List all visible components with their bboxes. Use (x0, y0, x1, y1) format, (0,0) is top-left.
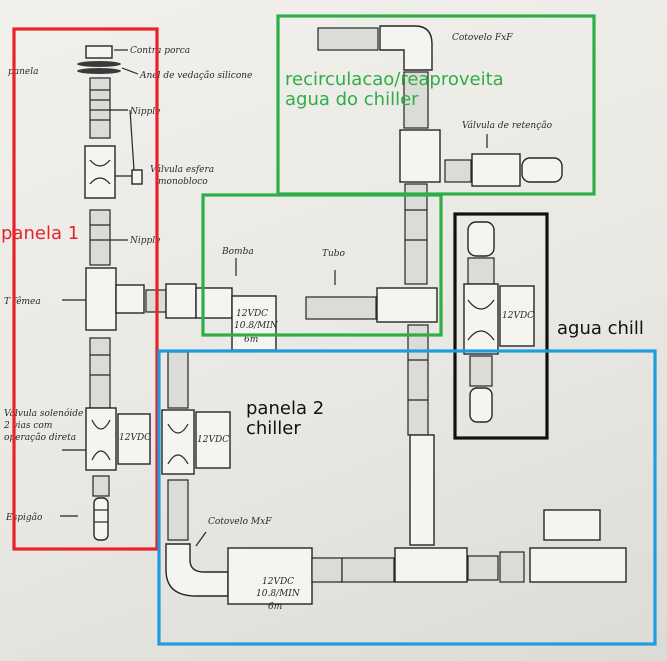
valvula-esfera-body (84, 145, 116, 199)
top-tee (399, 129, 441, 183)
nipple-lower (89, 209, 111, 266)
note-nipple-1: Nipple (129, 107, 160, 117)
panela2-label-line2: chiller (246, 418, 301, 440)
note-solenoid-panela1: 12VDC (119, 433, 151, 443)
center-tee (376, 287, 438, 323)
chill-column (463, 221, 535, 423)
note-espigao: Espigão (5, 512, 43, 523)
note-pump-bottom-12vdc: 12VDC (262, 577, 294, 587)
pump-box-bottom (227, 547, 313, 605)
note-t-femea: T fêmea (4, 296, 41, 307)
bottom-tee (394, 547, 468, 583)
anel-silicone-shape (77, 61, 121, 67)
note-cotovelo-mxf: Cotovelo MxF (208, 517, 272, 527)
note-valvula-retencao: Válvula de retenção (462, 120, 553, 131)
note-pump-bottom-flow: 10.8/MIN (256, 589, 301, 599)
espigao-recirc (521, 157, 563, 183)
recirc-pipes (317, 25, 563, 187)
note-bomba: Bomba (221, 247, 254, 257)
panela2-label: panela 2 chiller (246, 398, 325, 440)
chill-solenoide-box (499, 285, 535, 347)
cotovelo-mxf-shape (165, 543, 229, 597)
bomba-shape (195, 287, 233, 319)
note-valvula-solenoide-2: 2 vias com (3, 421, 52, 431)
recirc-box-lower (201, 193, 443, 337)
note-valvula-solenoide-3: operação direta (4, 432, 76, 443)
pump-box-top (231, 295, 277, 351)
note-contra-porca: Contra porca (130, 46, 190, 56)
note-solenoid-panela2: 12VDC (197, 435, 229, 445)
panela1-pipe-stack (77, 45, 151, 541)
valvula-retencao-shape (471, 153, 521, 187)
panela2-box (157, 349, 657, 646)
leader-lines (60, 49, 488, 547)
center-riser (394, 129, 468, 583)
cotovelo-fxf-shape (379, 25, 433, 71)
tubo-shape (305, 296, 377, 320)
solenoide-body (85, 407, 117, 471)
nipple-upper (89, 77, 111, 139)
note-valvula-esfera-1: Válvula esfera (150, 164, 214, 175)
note-tubo: Tubo (322, 249, 346, 259)
note-valvula-esfera-2: monobloco (158, 177, 208, 187)
note-valvula-solenoide-1: Válvula solenóide (4, 408, 83, 419)
note-panela: panela (8, 67, 39, 77)
note-pump-top-flow: 10.8/MIN (234, 321, 279, 331)
contra-porca-shape (85, 45, 113, 59)
note-pump-top-head: 6m (244, 335, 258, 345)
espigao-shape (93, 497, 109, 541)
note-solenoid-chill: 12VDC (502, 311, 534, 321)
panela2-right-valve-box (543, 509, 601, 541)
panela2-label-line1: panela 2 (246, 398, 325, 419)
group-boxes (12, 14, 657, 646)
t-femea-shape (85, 267, 117, 331)
note-pump-bottom-head: 6m (268, 602, 282, 612)
main-horizontal-line (145, 283, 438, 351)
sketch-notes: Contra porca Anel de vedação silicone pa… (3, 33, 553, 612)
recirc-label-line1: recirculacao/reaproveita (285, 69, 504, 90)
recirc-label: recirculacao/reaproveita agua do chiller (285, 69, 504, 111)
note-anel-silicone: Anel de vedação silicone (139, 70, 252, 81)
note-cotovelo-fxf: Cotovelo FxF (452, 33, 513, 43)
chill-label: agua chill (557, 318, 644, 339)
note-nipple-2: Nipple (129, 236, 160, 246)
panela2-solenoide-box (195, 411, 231, 469)
panela1-label: panela 1 (1, 223, 80, 244)
chill-box (453, 212, 549, 440)
panela2-pipes (161, 351, 627, 605)
recirc-label-line2: agua do chiller (285, 89, 419, 111)
note-pump-top-12vdc: 12VDC (236, 309, 268, 319)
panela1-box (12, 27, 159, 551)
solenoide-box (117, 413, 151, 465)
